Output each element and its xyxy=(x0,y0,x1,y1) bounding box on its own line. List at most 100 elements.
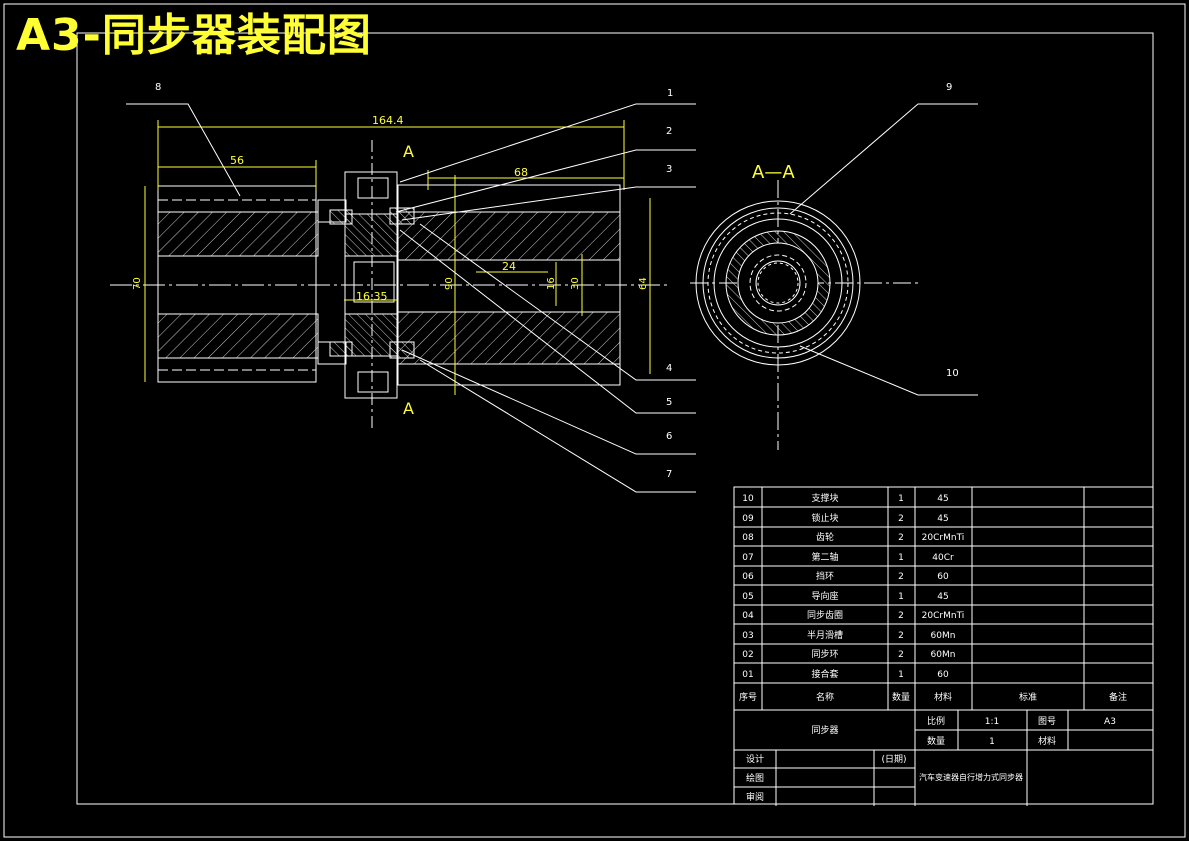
qty-value: 1 xyxy=(989,737,995,747)
shaft-slot xyxy=(353,261,395,303)
right-gear-outline xyxy=(397,184,621,386)
svg-text:2: 2 xyxy=(898,631,904,641)
svg-text:半月滑槽: 半月滑槽 xyxy=(807,629,843,641)
dim-inner: 24 xyxy=(502,260,516,273)
table-row: 09 锁止块 2 45 xyxy=(742,512,948,524)
dim-overall: 164.4 xyxy=(372,114,404,127)
svg-text:09: 09 xyxy=(742,514,754,524)
project-name: 汽车变速器自行增力式同步器 xyxy=(919,772,1023,782)
drawing-no-value: A3 xyxy=(1104,717,1116,727)
svg-text:01: 01 xyxy=(742,670,753,680)
main-section-view xyxy=(110,140,668,430)
table-row: 03 半月滑槽 2 60Mn xyxy=(742,629,955,641)
svg-text:20CrMnTi: 20CrMnTi xyxy=(922,533,965,543)
svg-text:1: 1 xyxy=(898,670,904,680)
table-header-row: 序号 名称 数量 材料 标准 备注 xyxy=(739,691,1127,703)
callout-7: 7 xyxy=(666,469,672,480)
right-gear-hatch-top xyxy=(397,211,621,261)
svg-text:60: 60 xyxy=(937,670,949,680)
callout-2: 2 xyxy=(666,126,672,137)
gear-hatch-top xyxy=(157,211,319,257)
callout-8: 8 xyxy=(155,82,161,93)
section-view-label: A—A xyxy=(752,162,795,183)
hub-outline xyxy=(344,171,398,399)
table-row: 10 支撑块 1 45 xyxy=(742,492,948,504)
outer-border xyxy=(3,3,1186,838)
svg-text:07: 07 xyxy=(742,553,753,563)
svg-text:20CrMnTi: 20CrMnTi xyxy=(922,611,965,621)
svg-text:45: 45 xyxy=(937,514,948,524)
svg-text:接合套: 接合套 xyxy=(811,668,838,680)
svg-text:10: 10 xyxy=(742,494,754,504)
section-label-top: A xyxy=(403,142,414,161)
svg-text:60Mn: 60Mn xyxy=(931,631,956,641)
svg-text:齿轮: 齿轮 xyxy=(816,531,834,543)
svg-text:挡环: 挡环 xyxy=(816,570,834,582)
dim-70: 70 xyxy=(132,277,143,290)
svg-text:08: 08 xyxy=(742,533,754,543)
inner-border xyxy=(76,32,1154,805)
callout-6: 6 xyxy=(666,431,672,442)
callout-5: 5 xyxy=(666,397,672,408)
section-aa-view xyxy=(690,180,918,450)
svg-text:标准: 标准 xyxy=(1019,691,1037,703)
callout-1: 1 xyxy=(667,88,673,99)
svg-text:2: 2 xyxy=(898,572,904,582)
svg-text:材料: 材料 xyxy=(934,691,952,703)
table-row: 07 第二轴 1 40Cr xyxy=(742,551,954,563)
callout-4: 4 xyxy=(666,363,672,374)
gear-hatch-bottom xyxy=(157,313,319,359)
svg-text:45: 45 xyxy=(937,592,948,602)
svg-text:数量: 数量 xyxy=(892,691,910,703)
title-block: 同步器 比例 1:1 图号 A3 数量 1 材料 设计 (日期) 绘图 审阅 汽… xyxy=(746,715,1116,803)
svg-text:40Cr: 40Cr xyxy=(932,553,954,563)
dimension-lines xyxy=(144,120,651,395)
svg-text:45: 45 xyxy=(937,494,948,504)
svg-text:04: 04 xyxy=(742,611,754,621)
qty-label: 数量 xyxy=(927,735,945,747)
svg-text:名称: 名称 xyxy=(816,691,834,703)
check-label: 审阅 xyxy=(746,791,764,803)
svg-text:02: 02 xyxy=(742,650,753,660)
table-row: 02 同步环 2 60Mn xyxy=(742,649,955,660)
dim-64: 64 xyxy=(638,277,649,290)
svg-text:支撑块: 支撑块 xyxy=(811,492,838,504)
callout-9: 9 xyxy=(946,82,952,93)
parts-table-lines xyxy=(733,486,1154,806)
parts-table-rows: 10 支撑块 1 45 09 锁止块 2 45 08 齿轮 2 20CrMnTi… xyxy=(739,492,1127,703)
dim-left: 56 xyxy=(230,154,244,167)
dimension-texts: 164.4 56 68 24 16.35 70 90 16 30 64 A A … xyxy=(132,114,795,418)
dim-90: 90 xyxy=(444,277,455,290)
table-row: 01 接合套 1 60 xyxy=(742,668,949,680)
svg-text:锁止块: 锁止块 xyxy=(811,512,838,524)
svg-text:60: 60 xyxy=(937,572,949,582)
svg-text:03: 03 xyxy=(742,631,753,641)
svg-text:同步环: 同步环 xyxy=(811,649,838,660)
callout-numbers: 8 1 2 3 4 5 6 7 9 10 xyxy=(155,82,959,480)
svg-text:1: 1 xyxy=(898,553,904,563)
svg-text:05: 05 xyxy=(742,592,753,602)
table-row: 06 挡环 2 60 xyxy=(742,570,949,582)
scale-label: 比例 xyxy=(927,715,945,727)
dim-16: 16 xyxy=(546,277,557,290)
svg-text:序号: 序号 xyxy=(739,691,757,703)
section-label-bottom: A xyxy=(403,399,414,418)
dim-small: 16.35 xyxy=(356,290,388,303)
svg-text:导向座: 导向座 xyxy=(811,590,838,602)
svg-text:2: 2 xyxy=(898,611,904,621)
svg-text:第二轴: 第二轴 xyxy=(811,551,838,563)
material-label: 材料 xyxy=(1038,735,1056,747)
scale-value: 1:1 xyxy=(985,717,999,727)
svg-text:备注: 备注 xyxy=(1109,691,1127,703)
table-row: 08 齿轮 2 20CrMnTi xyxy=(742,531,964,543)
drawing-name: 同步器 xyxy=(811,725,838,736)
table-row: 05 导向座 1 45 xyxy=(742,590,948,602)
dim-right: 68 xyxy=(514,166,528,179)
dim-30: 30 xyxy=(570,277,581,290)
leader-lines xyxy=(126,103,978,493)
callout-10: 10 xyxy=(946,368,959,379)
svg-text:06: 06 xyxy=(742,572,754,582)
svg-text:1: 1 xyxy=(898,494,904,504)
drawn-label: 绘图 xyxy=(746,772,764,784)
